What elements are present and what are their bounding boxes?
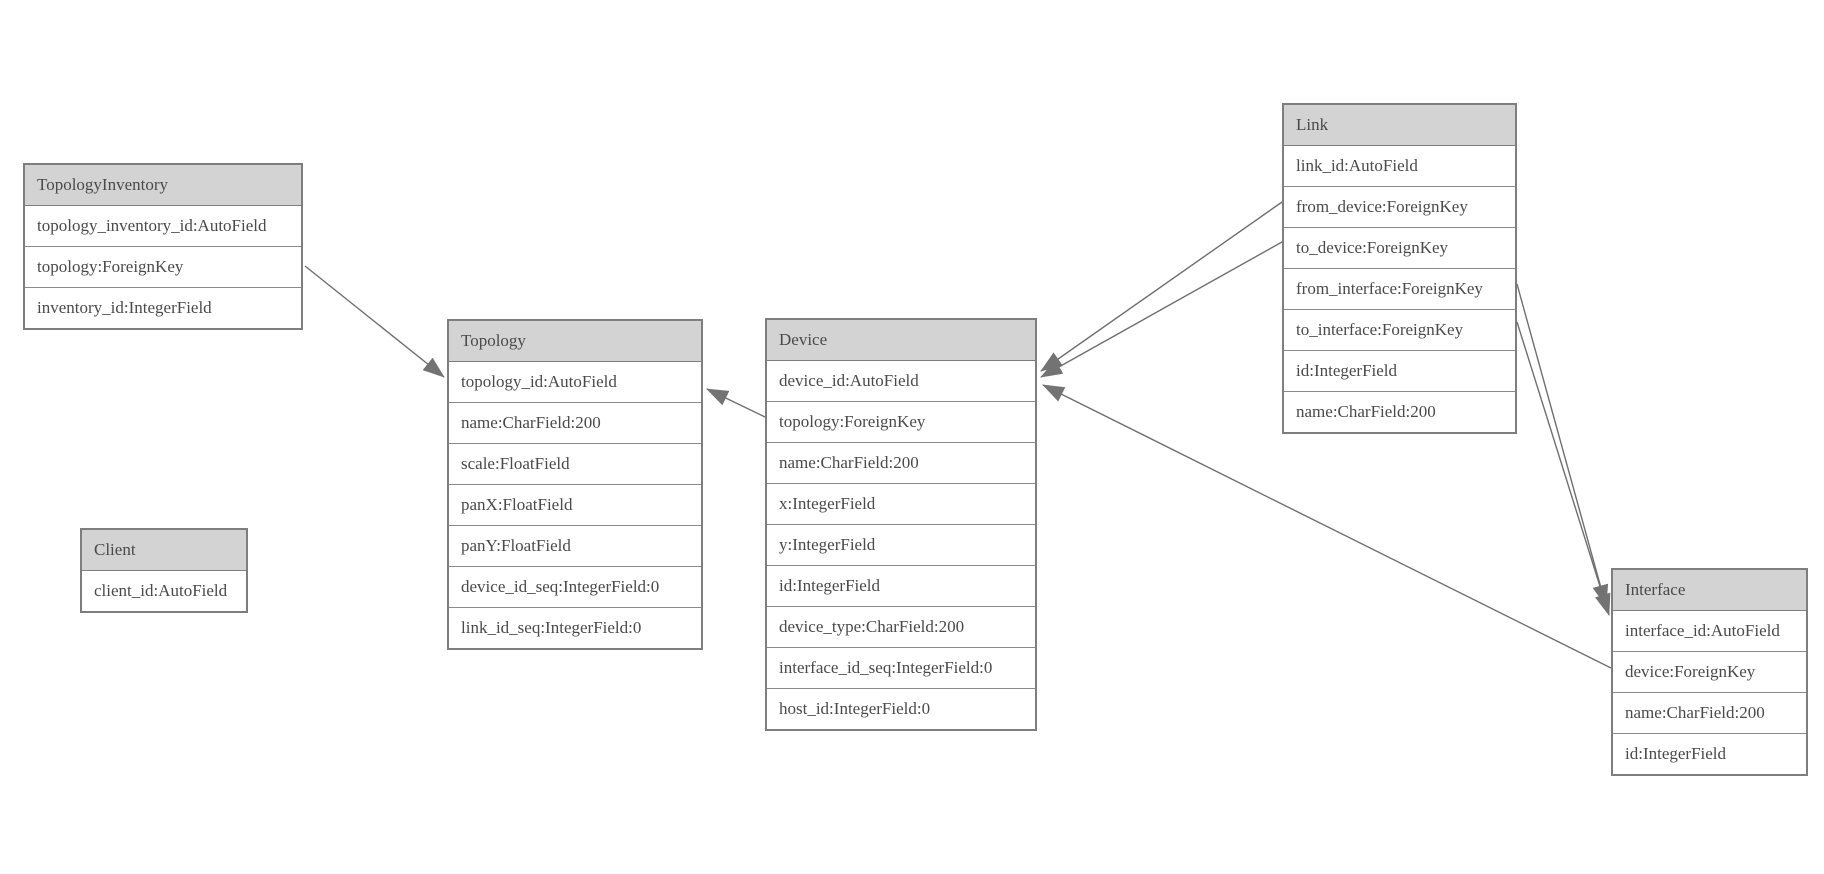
entity-client-title: Client — [82, 530, 246, 571]
entity-device-field: interface_id_seq:IntegerField:0 — [767, 648, 1035, 689]
entity-device-field: name:CharField:200 — [767, 443, 1035, 484]
edge-topologyinventory-topology — [304, 265, 445, 378]
entity-device-field: device_type:CharField:200 — [767, 607, 1035, 648]
entity-link-field: from_device:ForeignKey — [1284, 187, 1515, 228]
entity-topology-field: link_id_seq:IntegerField:0 — [449, 608, 701, 648]
entity-interface-field: name:CharField:200 — [1613, 693, 1806, 734]
entity-link-field: to_device:ForeignKey — [1284, 228, 1515, 269]
entity-topology: Topology topology_id:AutoField name:Char… — [447, 319, 703, 650]
entity-device-field: host_id:IntegerField:0 — [767, 689, 1035, 729]
entity-topologyinventory-title: TopologyInventory — [25, 165, 301, 206]
entity-topologyinventory-field: topology_inventory_id:AutoField — [25, 206, 301, 247]
entity-interface-title: Interface — [1613, 570, 1806, 611]
entity-device-field: y:IntegerField — [767, 525, 1035, 566]
edge-device-topology — [706, 388, 766, 418]
entity-topology-field: panX:FloatField — [449, 485, 701, 526]
entity-interface-field: device:ForeignKey — [1613, 652, 1806, 693]
entity-device-title: Device — [767, 320, 1035, 361]
entity-topology-field: topology_id:AutoField — [449, 362, 701, 403]
entity-topology-title: Topology — [449, 321, 701, 362]
entity-device: Device device_id:AutoField topology:Fore… — [765, 318, 1037, 731]
entity-topologyinventory-field: topology:ForeignKey — [25, 247, 301, 288]
entity-client-field: client_id:AutoField — [82, 571, 246, 611]
edge-link-tointerface-interface — [1516, 321, 1611, 616]
entity-topology-field: name:CharField:200 — [449, 403, 701, 444]
edge-link-fromdevice-device — [1040, 201, 1283, 372]
entity-link-title: Link — [1284, 105, 1515, 146]
entity-client: Client client_id:AutoField — [80, 528, 248, 613]
entity-link-field: from_interface:ForeignKey — [1284, 269, 1515, 310]
entity-topologyinventory: TopologyInventory topology_inventory_id:… — [23, 163, 303, 330]
entity-device-field: device_id:AutoField — [767, 361, 1035, 402]
entity-link-field: name:CharField:200 — [1284, 392, 1515, 432]
entity-link-field: id:IntegerField — [1284, 351, 1515, 392]
entity-device-field: topology:ForeignKey — [767, 402, 1035, 443]
entity-link-field: to_interface:ForeignKey — [1284, 310, 1515, 351]
entity-interface-field: interface_id:AutoField — [1613, 611, 1806, 652]
edge-link-frominterface-interface — [1516, 283, 1609, 607]
entity-interface-field: id:IntegerField — [1613, 734, 1806, 774]
entity-link-field: link_id:AutoField — [1284, 146, 1515, 187]
entity-topology-field: scale:FloatField — [449, 444, 701, 485]
edge-link-todevice-device — [1040, 241, 1283, 378]
entity-topology-field: device_id_seq:IntegerField:0 — [449, 567, 701, 608]
entity-interface: Interface interface_id:AutoField device:… — [1611, 568, 1808, 776]
entity-device-field: x:IntegerField — [767, 484, 1035, 525]
entity-topologyinventory-field: inventory_id:IntegerField — [25, 288, 301, 328]
entity-link: Link link_id:AutoField from_device:Forei… — [1282, 103, 1517, 434]
entity-device-field: id:IntegerField — [767, 566, 1035, 607]
entity-topology-field: panY:FloatField — [449, 526, 701, 567]
